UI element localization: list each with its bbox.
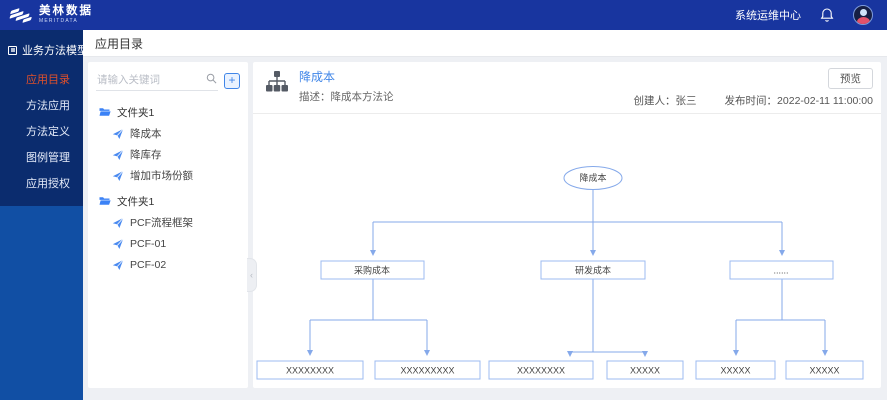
tree-item-pcf-02[interactable]: PCF-02 [96,254,240,275]
publish-time-text: 发布时间：2022-02-11 11:00:00 [724,95,873,107]
ops-center-link[interactable]: 系统运维中心 [735,10,801,22]
flow-node-l3-label: XXXXX [630,366,660,376]
flow-node-l2-label: 采购成本 [354,265,390,276]
flow-node-l2-label: 研发成本 [575,265,611,276]
flow-node-l2 [729,260,834,280]
sidebar-item-app-catalog[interactable]: 应用目录 [26,74,70,86]
brand-logo-icon [8,4,34,26]
method-send-icon [112,170,124,181]
tab-bar: 应用目录 [83,30,887,57]
main-area: 应用目录 + [83,30,887,400]
sidebar-item-legend-management[interactable]: 图例管理 [26,152,70,164]
method-send-icon [112,238,124,249]
sidebar-item-app-authorization[interactable]: 应用授权 [26,178,70,190]
method-send-icon [112,128,124,139]
detail-titles: 降成本 描述：降成本方法论 [299,68,634,104]
tree-item-label: 降库存 [130,149,162,161]
tree-item-label: PCF-01 [130,237,167,250]
model-grid-icon [8,45,17,55]
flow-node-l3 [256,360,364,380]
tab-app-catalog[interactable]: 应用目录 [95,36,144,51]
sidebar-group-business-method-model[interactable]: 业务方法模型 [0,38,88,66]
detail-panel: 降成本 描述：降成本方法论 预览 创建人：张三 发布时间：2022-02-11 … [253,62,881,388]
detail-header: 降成本 描述：降成本方法论 预览 创建人：张三 发布时间：2022-02-11 … [253,62,881,114]
topbar-actions: 系统运维中心 [735,5,873,25]
preview-button[interactable]: 预览 [828,68,873,89]
tree-folder[interactable]: 文件夹1 [96,190,240,212]
flow-node-l3-label: XXXXX [720,366,750,376]
method-flowchart-canvas: 降成本 采购成本 研发成本 ...... [253,114,881,388]
brand-logo-text: 美林数据 MERITDATA [39,4,93,25]
detail-title[interactable]: 降成本 [299,70,336,84]
add-catalog-button[interactable]: + [224,72,240,89]
flow-node-l3-label: XXXXXXXX [517,366,565,376]
avatar-torso [857,17,870,24]
flow-node-l3 [695,360,776,380]
brand-subtitle: MERITDATA [39,18,78,25]
flow-node-l2-label: ...... [773,266,788,276]
flow-node-root-label: 降成本 [579,172,606,183]
brand-title: 美林数据 [39,4,93,17]
tree-item-label: PCF-02 [130,258,167,271]
flowchart-svg: 降成本 采购成本 研发成本 ...... [256,166,864,380]
method-send-icon [112,259,124,270]
method-send-icon [112,217,124,228]
tree-item-cost-reduction[interactable]: 降成本 [96,123,240,144]
search-icon [206,73,217,84]
notification-bell-icon[interactable] [819,7,835,23]
flow-node-l3 [606,360,684,380]
tree-item-pcf-01[interactable]: PCF-01 [96,233,240,254]
search-row: + [96,70,240,91]
tree-folder[interactable]: 文件夹1 [96,101,240,123]
tree-folder-label: 文件夹1 [117,195,155,208]
flow-node-l3-label: XXXXX [809,366,839,376]
flow-node-l3-label: XXXXXXXXX [400,366,454,376]
tree-item-inventory-reduction[interactable]: 降库存 [96,144,240,165]
flow-node-l3 [374,360,481,380]
sidebar-nav: 业务方法模型 应用目录 方法应用 方法定义 图例管理 应用授权 [0,30,88,400]
brand-logo: 美林数据 MERITDATA [8,4,93,26]
search-field-wrap [96,70,218,91]
detail-meta-block: 预览 创建人：张三 发布时间：2022-02-11 11:00:00 [634,68,873,108]
tree-item-label: 增加市场份额 [130,170,193,182]
flow-node-l3-label: XXXXXXXX [286,366,334,376]
folder-icon [99,197,111,205]
top-bar: 美林数据 MERITDATA 系统运维中心 [0,0,887,30]
tree-item-pcf-framework[interactable]: PCF流程框架 [96,212,240,233]
flow-node-root [563,166,623,190]
user-avatar[interactable] [853,5,873,25]
tree-item-market-share[interactable]: 增加市场份额 [96,165,240,186]
sidebar-menu-block: 业务方法模型 应用目录 方法应用 方法定义 图例管理 应用授权 [0,30,88,206]
avatar-head [860,9,867,16]
tree-folder-label: 文件夹1 [117,106,155,119]
keyword-search-input[interactable] [96,71,218,91]
flow-node-l2 [320,260,425,280]
catalog-tree: 文件夹1 降成本 降库存 增加市场份额 [96,101,240,275]
detail-meta-row: 创建人：张三 发布时间：2022-02-11 11:00:00 [634,93,873,108]
creator-text: 创建人：张三 [633,95,697,107]
tree-item-label: 降成本 [130,128,162,140]
content-area: + 文件夹1 降成本 降库存 [83,57,887,400]
panel-collapse-handle[interactable]: ‹ [247,258,257,292]
tree-item-label: PCF流程框架 [130,217,193,229]
org-chart-icon [266,71,288,92]
chevron-left-icon: ‹ [250,270,253,280]
method-send-icon [112,149,124,160]
detail-description: 描述：降成本方法论 [299,91,394,103]
sidebar-item-method-application[interactable]: 方法应用 [26,100,70,112]
sidebar-item-method-definition[interactable]: 方法定义 [26,126,70,138]
flow-node-l3 [488,360,594,380]
flow-node-l3 [785,360,864,380]
flow-node-l2 [540,260,646,280]
catalog-panel: + 文件夹1 降成本 降库存 [88,62,257,388]
sidebar-group-label: 业务方法模型 [22,45,88,57]
folder-icon [99,108,111,116]
